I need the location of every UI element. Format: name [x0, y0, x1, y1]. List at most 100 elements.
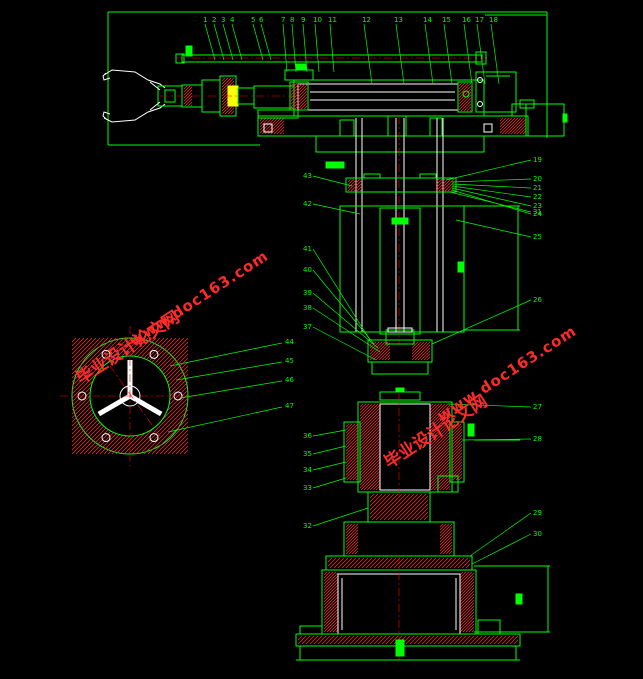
wrist-hatch-hatch-line [187, 101, 192, 106]
base-housing-hatch-left-hatch-line [324, 572, 331, 579]
piston-head-hatch-hatch-line [300, 102, 307, 109]
pedestal-collar-hatch-left-hatch-line [346, 538, 358, 552]
top-label-5: 5 [251, 16, 255, 24]
base-housing-hatch-right-hatch-line [460, 599, 474, 615]
lift-bottom-hatch-right-hatch-line [414, 344, 430, 360]
rotary-housing-hatch-right-hatch-line [430, 416, 450, 438]
pedestal-neck-hatch-hatch-line [387, 494, 415, 520]
rotary-housing-hatch-right-hatch-line [430, 413, 450, 435]
foundation-plate-hatch-hatch-line [437, 636, 447, 644]
flange-boss-right [419, 173, 437, 179]
pedestal-neck-hatch-hatch-line [375, 494, 403, 520]
foundation-plate-hatch-hatch-line [381, 636, 391, 644]
flange-hatch-right-hatch-line [436, 179, 437, 180]
foundation-bolt-left [299, 625, 323, 635]
flange-hatch-right-hatch-line [436, 179, 440, 183]
detail-section-hatch-hatch-line [72, 338, 125, 391]
flange-hatch-left [348, 179, 362, 191]
lift-cylinder-dim [457, 261, 465, 273]
cylinder-end-cap-hatch-hatch-line [459, 83, 460, 84]
piston-head-hatch-lines [291, 83, 307, 109]
base-plate-hatch-right-hatch-line [519, 127, 526, 134]
foundation-plate-hatch-hatch-line [501, 636, 511, 644]
pedestal-collar-hatch-left-hatch-line [346, 529, 358, 543]
top-leader-16 [463, 23, 473, 85]
cylinder-end-cap [457, 81, 473, 113]
base-housing-hatch-right-hatch-line [460, 572, 473, 585]
upper-mount-plate [315, 135, 485, 153]
pedestal-neck-hatch-hatch-line [415, 507, 428, 520]
left-leader-43 [312, 175, 353, 187]
foundation-plate-hatch [298, 636, 518, 644]
pedestal-neck-hatch-hatch-line [371, 494, 399, 520]
top-label-15: 15 [442, 16, 451, 24]
top-leader-9 [302, 23, 308, 73]
top-leader-12 [363, 23, 373, 85]
pedestal-collar-hatch-right-hatch-line [440, 524, 450, 534]
cylinder-port [462, 90, 470, 98]
pedestal-collar-hatch-left-hatch-line [346, 524, 356, 534]
rotary-bearing-left-hatch-hatch-line [346, 444, 358, 458]
pedestal-collar-hatch-right [440, 524, 452, 554]
base-plate-hatch-right [500, 118, 526, 134]
lift-bottom-hatch-left-hatch-line [370, 342, 380, 352]
base-housing-top-hatch-lines [328, 558, 470, 568]
foundation-plate-hatch-hatch-line [321, 636, 331, 644]
top-label-12: 12 [362, 16, 371, 24]
foundation-plate-hatch-hatch-line [377, 636, 387, 644]
rotary-housing-hatch-left-hatch-line [360, 431, 380, 453]
foundation-plate-hatch-hatch-line [445, 636, 455, 644]
detail-section-hatch-hatch-line [155, 421, 188, 454]
rotary-actuator-hatch-hatch-line [222, 80, 234, 94]
top-label-2: 2 [212, 16, 216, 24]
base-plate-hatch-right-hatch-line [513, 121, 526, 134]
detail-section-hatch-hatch-line [72, 338, 121, 387]
rotary-top-pin [395, 387, 405, 393]
base-housing-hatch-left-hatch-line [324, 593, 338, 609]
foundation-plate-hatch-hatch-line [345, 636, 355, 644]
flange-hatch-left-hatch-line [348, 179, 352, 183]
cylinder-end-cap-hatch-hatch-line [459, 85, 471, 99]
rotary-housing-hatch-right-hatch-line [430, 434, 450, 456]
rotary-housing-hatch-left-hatch-line [360, 461, 380, 483]
foundation-marker [395, 639, 405, 657]
base-plate-hatch-right-hatch-line [504, 118, 522, 134]
right-leader-29 [469, 512, 532, 557]
foundation-plate-hatch-hatch-line [349, 636, 359, 644]
lift-bottom-hatch-right-hatch-line [420, 350, 430, 360]
left-leader-39 [312, 292, 379, 349]
detail-section-hatch-hatch-line [72, 338, 117, 383]
pedestal-collar-hatch-left-hatch-line [354, 550, 358, 554]
left-label-32: 32 [303, 522, 312, 530]
label-tag-green [325, 161, 345, 169]
rotary-bearing-right-hatch-hatch-line [452, 461, 462, 473]
left-leader-41 [312, 248, 371, 341]
piston-head-hatch-hatch-line [294, 96, 307, 109]
pedestal-collar-hatch-right-hatch-line [440, 526, 452, 540]
foundation-plate-hatch-hatch-line [309, 636, 319, 644]
detail-section-hatch-hatch-line [179, 445, 188, 454]
foundation-plate-hatch-hatch-line [509, 636, 518, 644]
detail-section-hatch-hatch-line [151, 417, 188, 454]
left-label-38: 38 [303, 304, 312, 312]
detail-section-hatch-hatch-line [72, 338, 101, 367]
rotary-bearing-right-hatch-hatch-line [452, 467, 462, 479]
flange-hatch-right-hatch-line [447, 184, 454, 191]
rotary-housing-hatch-right-hatch-line [430, 458, 450, 480]
pedestal-neck-hatch-hatch-line [391, 494, 419, 520]
base-housing-top-hatch-hatch-line [365, 558, 377, 568]
detail-section-hatch-hatch-line [127, 393, 188, 454]
base-plate-bolt-left [263, 123, 273, 133]
rotary-bearing-left-hatch-hatch-line [346, 468, 358, 480]
detail-bolt-hole-2 [101, 433, 111, 443]
base-housing-hatch-left-hatch-line [324, 572, 337, 585]
base-housing-top-hatch-hatch-line [433, 558, 445, 568]
lift-bottom-hatch-left-hatch-line [370, 342, 383, 355]
detail-section-hatch-hatch-line [72, 338, 97, 363]
base-housing-top-hatch-hatch-line [417, 558, 429, 568]
center-post-top [387, 115, 407, 137]
top-leader-1 [204, 23, 216, 61]
base-housing-hatch-right-hatch-line [460, 611, 474, 627]
right-leader-30 [471, 533, 532, 565]
detail-section-hatch-hatch-line [72, 338, 113, 379]
